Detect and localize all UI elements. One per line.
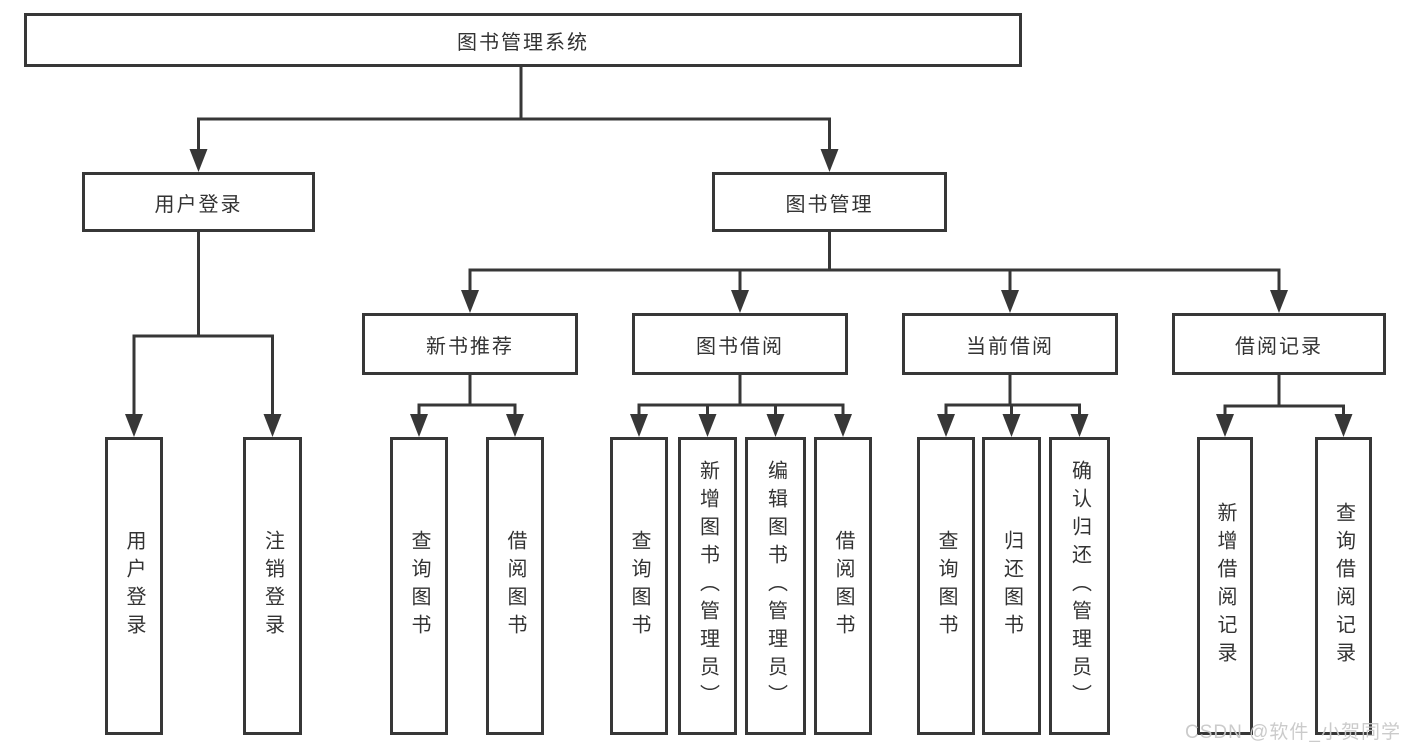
arrowhead bbox=[1001, 290, 1019, 313]
leaf-logout: 注销登录 bbox=[243, 437, 302, 735]
leaf-edit-books-admin-label: 编辑图书（管理员） bbox=[764, 460, 787, 712]
leaf-confirm-return-admin: 确认归还（管理员） bbox=[1049, 437, 1110, 735]
arrowhead bbox=[1270, 290, 1288, 313]
node-book-borrowing-label: 图书借阅 bbox=[696, 335, 784, 358]
node-new-book-recommend: 新书推荐 bbox=[362, 313, 578, 375]
arrowhead bbox=[1216, 414, 1234, 437]
connector-bookmgmt-to-l3 bbox=[468, 232, 1281, 293]
leaf-query-books-recommend-label: 查询图书 bbox=[408, 530, 430, 642]
arrowhead bbox=[506, 414, 524, 437]
node-current-borrowing-label: 当前借阅 bbox=[966, 335, 1054, 358]
leaf-query-borrow-record-label: 查询借阅记录 bbox=[1332, 502, 1355, 670]
arrowhead bbox=[1070, 414, 1089, 437]
leaf-add-borrow-record-label: 新增借阅记录 bbox=[1214, 502, 1236, 670]
node-borrowing-records: 借阅记录 bbox=[1172, 313, 1386, 375]
arrowhead bbox=[766, 414, 785, 437]
connector-stroke-group bbox=[132, 66, 1345, 417]
connector-current-to-leaves bbox=[944, 375, 1081, 417]
leaf-query-books-current: 查询图书 bbox=[917, 437, 975, 735]
leaf-query-books-borrowing: 查询图书 bbox=[610, 437, 668, 735]
node-book-management-label: 图书管理 bbox=[785, 193, 874, 216]
leaf-logout-label: 注销登录 bbox=[261, 530, 284, 642]
arrowhead bbox=[125, 414, 143, 437]
leaf-user-login-label: 用户登录 bbox=[123, 530, 145, 642]
arrowhead bbox=[698, 414, 717, 437]
connector-newbook-to-leaves bbox=[417, 375, 517, 417]
leaf-borrow-books: 借阅图书 bbox=[814, 437, 872, 735]
arrowhead bbox=[834, 414, 852, 437]
node-user-login: 用户登录 bbox=[82, 172, 315, 232]
node-user-login-label: 用户登录 bbox=[154, 193, 243, 216]
arrowhead bbox=[1002, 414, 1021, 437]
connector-borrow-to-leaves bbox=[637, 375, 845, 417]
leaf-query-borrow-record: 查询借阅记录 bbox=[1315, 437, 1372, 735]
leaf-borrow-books-recommend-label: 借阅图书 bbox=[504, 530, 526, 642]
leaf-user-login: 用户登录 bbox=[105, 437, 163, 735]
arrowhead bbox=[410, 414, 428, 437]
node-book-borrowing: 图书借阅 bbox=[632, 313, 848, 375]
leaf-query-books-current-label: 查询图书 bbox=[935, 530, 957, 642]
connector-userlogin-to-leaves bbox=[132, 232, 274, 417]
arrowhead bbox=[189, 149, 208, 172]
arrowhead bbox=[820, 149, 839, 172]
leaf-borrow-books-label: 借阅图书 bbox=[832, 530, 854, 642]
arrowhead bbox=[1334, 414, 1353, 437]
leaf-edit-books-admin: 编辑图书（管理员） bbox=[745, 437, 806, 735]
arrowhead bbox=[263, 414, 282, 437]
arrowhead-group bbox=[125, 149, 1353, 437]
node-current-borrowing: 当前借阅 bbox=[902, 313, 1118, 375]
arrowhead bbox=[630, 414, 648, 437]
leaf-add-borrow-record: 新增借阅记录 bbox=[1197, 437, 1253, 735]
connector-records-to-leaves bbox=[1223, 375, 1345, 417]
leaf-confirm-return-admin-label: 确认归还（管理员） bbox=[1068, 460, 1091, 712]
leaf-query-books-borrowing-label: 查询图书 bbox=[628, 530, 650, 642]
arrowhead bbox=[731, 290, 749, 313]
node-borrowing-records-label: 借阅记录 bbox=[1235, 335, 1323, 358]
arrowhead bbox=[461, 290, 479, 313]
csdn-watermark: CSDN @软件_小贺同学 bbox=[1185, 722, 1401, 743]
leaf-add-books-admin: 新增图书（管理员） bbox=[678, 437, 737, 735]
leaf-add-books-admin-label: 新增图书（管理员） bbox=[696, 460, 719, 712]
node-book-management: 图书管理 bbox=[712, 172, 947, 232]
arrowhead bbox=[937, 414, 955, 437]
node-root-label: 图书管理系统 bbox=[457, 31, 589, 54]
leaf-query-books-recommend: 查询图书 bbox=[390, 437, 448, 735]
connector-root-to-l2 bbox=[197, 66, 831, 152]
node-new-book-recommend-label: 新书推荐 bbox=[426, 335, 514, 358]
leaf-return-books: 归还图书 bbox=[982, 437, 1041, 735]
node-root: 图书管理系统 bbox=[24, 13, 1022, 67]
leaf-return-books-label: 归还图书 bbox=[1000, 530, 1023, 642]
leaf-borrow-books-recommend: 借阅图书 bbox=[486, 437, 544, 735]
